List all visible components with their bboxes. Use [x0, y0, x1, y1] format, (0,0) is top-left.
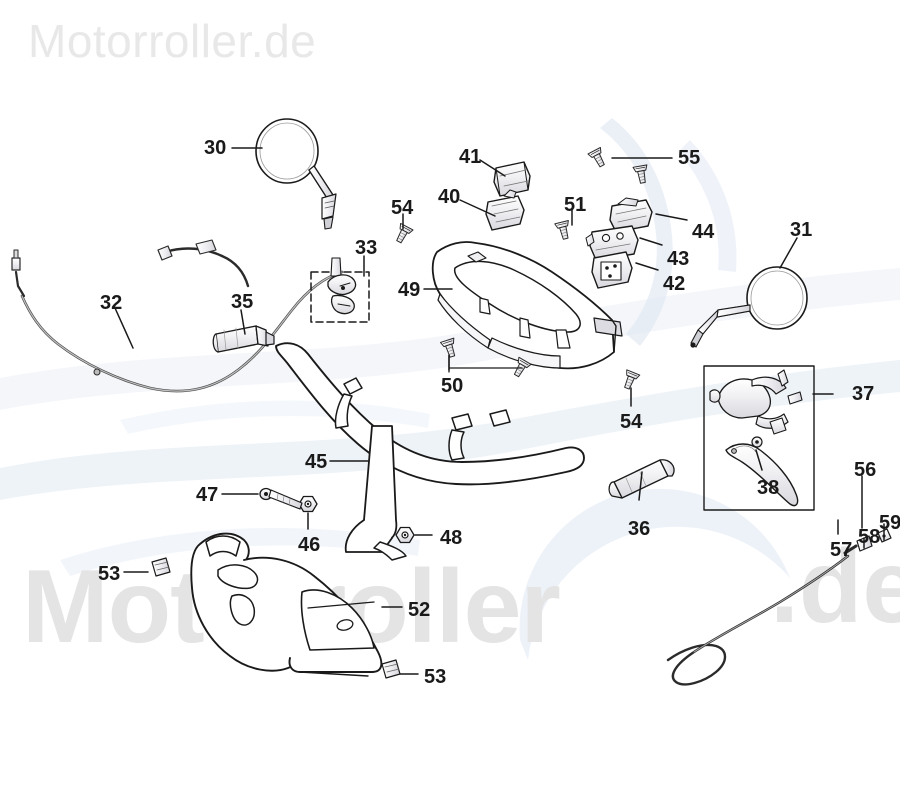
part-57-speedo-cable [666, 544, 858, 686]
callout-label-screw-54: 54 [620, 411, 643, 433]
callout-label-screw-51: 51 [564, 194, 587, 216]
header-watermark: Motorroller.de [28, 15, 317, 67]
leader-line-35 [240, 309, 246, 335]
part-45-handlebar [275, 342, 585, 561]
part-31-mirror-right [690, 266, 808, 348]
callout-label-switch-housing-lower-40: 40 [438, 186, 461, 208]
callout-label-handlebar-cover-52: 52 [408, 599, 431, 621]
leader-line-38 [755, 449, 763, 471]
callout-label-screw-53: 53 [424, 666, 447, 688]
part-53-screw-a [151, 557, 171, 577]
callout-label-grip-right-36: 36 [628, 518, 651, 540]
callout-label-mirror-right-31: 31 [790, 219, 813, 241]
callout-label-switch-block-lower-42: 42 [663, 273, 686, 295]
callout-label-grommet-58: 58 [858, 526, 881, 548]
part-52-handlebar-cover [190, 532, 383, 677]
part-33-ignition-switch [310, 257, 370, 323]
part-51-screw [554, 219, 573, 241]
callout-label-screw-54: 54 [391, 197, 414, 219]
part-49-upper-cover [431, 241, 623, 370]
callout-label-ignition-switch-33: 33 [355, 237, 378, 259]
callout-label-screw-53: 53 [98, 563, 121, 585]
callout-label-screw-pair-50: 50 [441, 375, 464, 397]
callout-label-speedo-cable-57: 57 [830, 539, 853, 561]
part-37-brake-lever-assembly [703, 365, 815, 511]
leader-line-41 [479, 159, 506, 177]
part-48-nut [395, 526, 415, 544]
leader-line-36 [638, 471, 643, 501]
callout-label-handlebar-45: 45 [305, 451, 328, 473]
leader-line-32 [114, 307, 134, 349]
part-41-switch-housing-upper [493, 161, 531, 197]
leader-line-40 [459, 199, 496, 217]
callout-label-grip-left-35: 35 [231, 291, 254, 313]
callout-label-mirror-left-30: 30 [204, 137, 227, 159]
callout-label-switch-housing-upper-41: 41 [459, 146, 482, 168]
callout-label-bolt-47: 47 [196, 484, 219, 506]
callout-label-cable-end-56: 56 [854, 459, 877, 481]
part-30-mirror-left [255, 118, 337, 230]
part-53-screw-b [381, 659, 401, 679]
callout-label-brake-lever-38: 38 [757, 477, 780, 499]
part-32-throttle-cable [11, 239, 344, 393]
callout-label-switch-block-upper-44: 44 [692, 221, 715, 243]
callout-label-nut-59: 59 [879, 512, 900, 534]
part-42-switch-block-lower [591, 251, 633, 289]
leader-line-43 [639, 237, 663, 246]
body-watermark-suffix: .de [770, 529, 900, 645]
leader-line-31 [779, 237, 798, 269]
leader-line-42 [635, 262, 659, 271]
part-40-switch-housing-lower [485, 189, 525, 231]
leader-line-44 [655, 213, 688, 221]
callout-label-throttle-cable-32: 32 [100, 292, 123, 314]
callout-label-brake-lever-assembly-37: 37 [852, 383, 875, 405]
part-54-screw-b [619, 369, 641, 392]
callout-label-switch-block-mid-43: 43 [667, 248, 690, 270]
part-35-grip-left [212, 325, 275, 353]
part-44-switch-block-upper [609, 197, 653, 233]
part-47-bolt [259, 487, 303, 510]
callout-label-upper-cover-49: 49 [398, 279, 421, 301]
part-55-screw-pair [587, 146, 651, 185]
callout-label-nut-46: 46 [298, 534, 321, 556]
callout-label-nut-48: 48 [440, 527, 463, 549]
callout-label-screw-pair-55: 55 [678, 147, 701, 169]
